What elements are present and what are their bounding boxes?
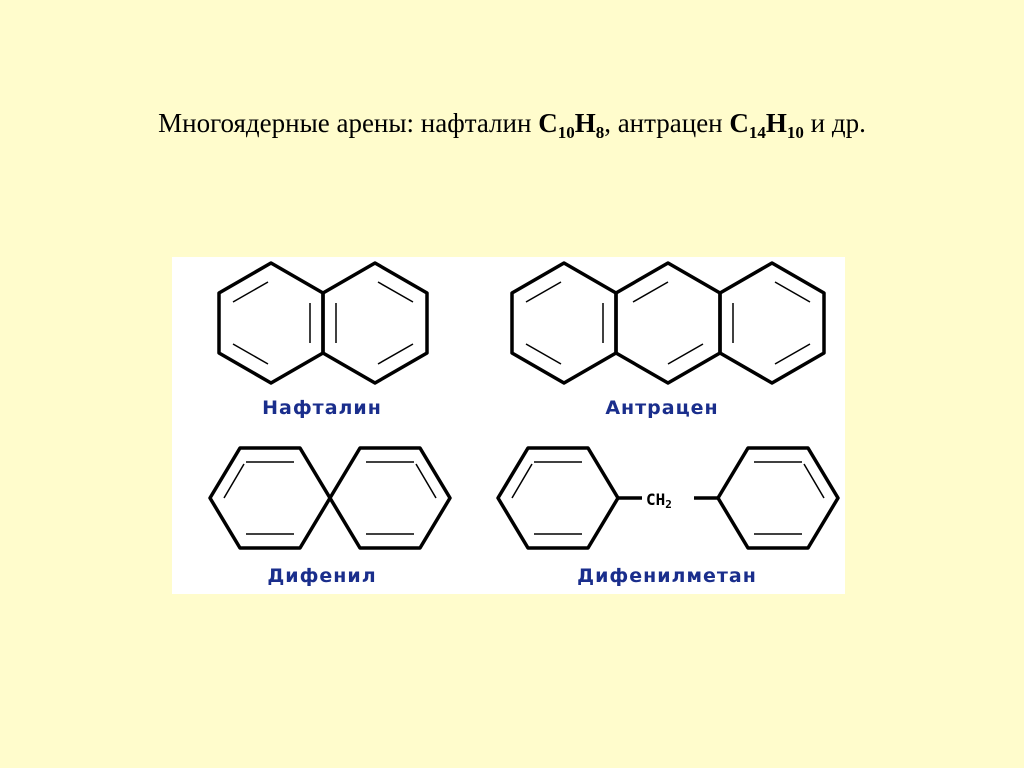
biphenyl-structure	[208, 446, 452, 550]
anthracene-structure	[510, 261, 826, 385]
structures-drawing	[208, 261, 840, 550]
slide-title: Многоядерные арены: нафталин C10H8, антр…	[0, 108, 1024, 142]
caption-naphthalene: Нафталин	[262, 397, 382, 419]
ch2-group-label: CH2	[646, 490, 672, 511]
caption-anthracene: Антрацен	[605, 397, 719, 419]
title-prefix: Многоядерные арены: нафталин	[158, 108, 539, 138]
naphthalene-formula: C10H8	[538, 108, 605, 142]
naphthalene-structure	[217, 261, 429, 385]
title-suffix: и др.	[803, 108, 866, 138]
caption-biphenyl: Дифенил	[267, 565, 377, 587]
title-separator: , антрацен	[604, 108, 730, 138]
structures-figure: CH2 Нафталин Антрацен Дифенил Дифенилмет…	[172, 257, 845, 594]
diphenylmethane-structure	[496, 446, 840, 550]
caption-diphenylmethane: Дифенилметан	[577, 565, 757, 587]
anthracene-formula: C14H10	[729, 108, 804, 142]
